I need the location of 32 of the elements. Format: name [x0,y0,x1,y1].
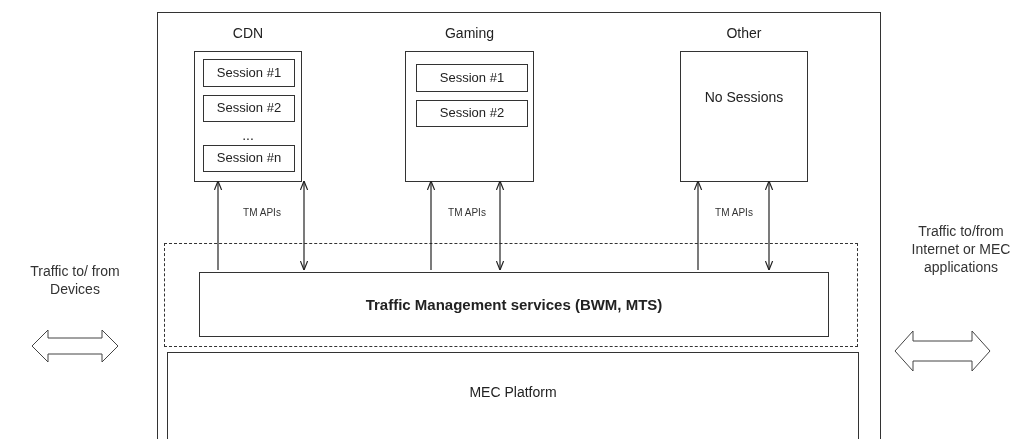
service-box [167,352,859,439]
service-box [199,272,829,337]
api-label: TM APIs [447,206,487,219]
box-text: No Sessions [703,88,785,107]
service-box [203,59,295,87]
box-text: Session #2 [438,105,506,122]
arrow [693,180,703,271]
arrow [213,180,223,271]
arrow [299,180,309,271]
ellipsis-text: ... [241,128,255,142]
api-label: TM APIs [714,206,754,219]
arrow [495,180,505,271]
service-box [416,64,528,92]
note-text: Traffic to/ from Devices [29,262,121,299]
api-label: TM APIs [242,206,282,219]
arrow [426,180,436,271]
arrow [764,180,774,271]
box-text: Session #n [215,150,283,167]
group-heading: CDN [231,25,265,41]
service-box [416,100,528,127]
box-text: Session #1 [215,64,283,82]
box-text: Session #1 [438,69,506,87]
group-heading: Other [725,25,763,41]
service-box [203,95,295,122]
group-heading: Gaming [444,25,495,41]
dashed-group-container-box [164,243,858,347]
box-text: MEC Platform [468,382,558,402]
container-box [157,12,881,439]
service-box [203,145,295,172]
note-text: Traffic to/from Internet or MEC applications [910,222,1012,277]
box-text: Session #2 [215,100,283,117]
box-text: Traffic Management services (BWM, MTS) [364,294,664,315]
